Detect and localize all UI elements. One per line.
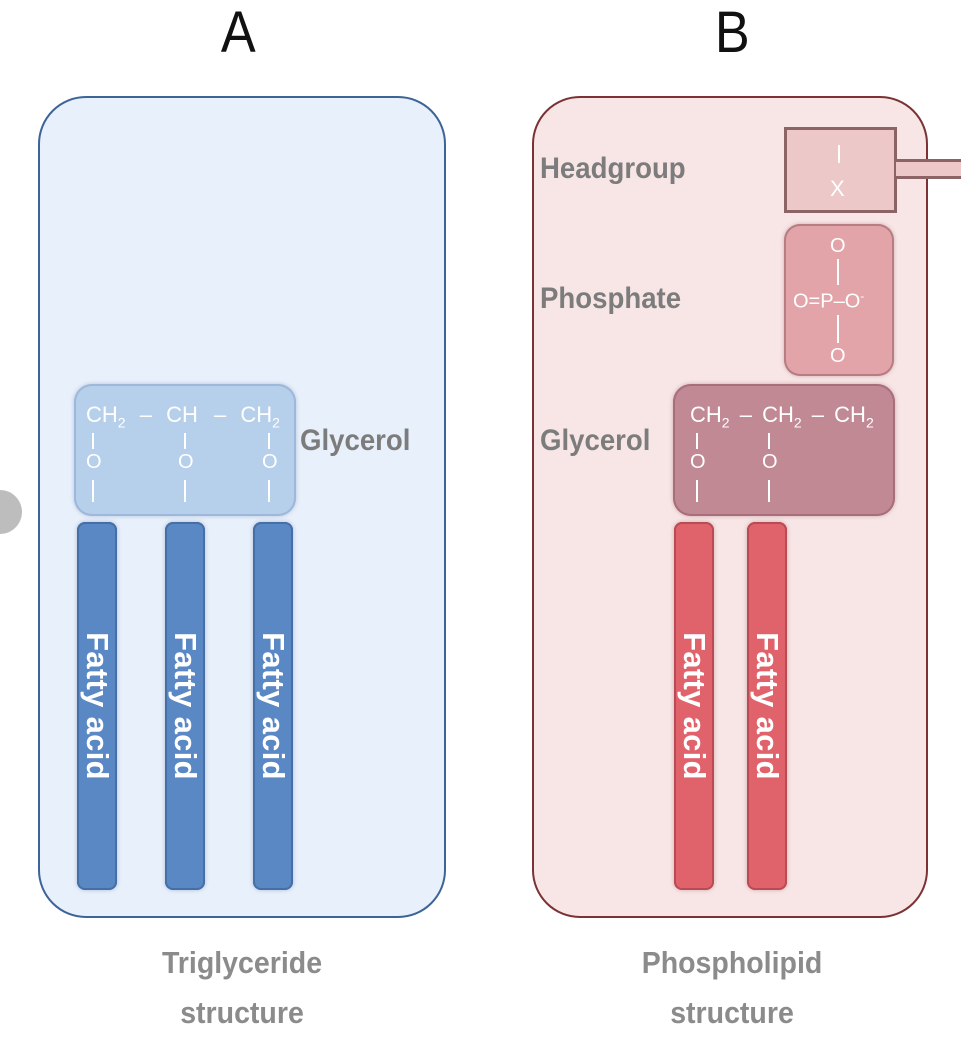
- phospholipid-caption: Phospholipid structure: [641, 945, 823, 1030]
- panel-a-letter: A: [220, 0, 256, 65]
- fatty-acid-a3: Fatty acid: [253, 522, 293, 890]
- glycerol-formula-a: CH2 – CH – CH2: [86, 402, 280, 431]
- glycerol-backbone-b: [673, 384, 895, 516]
- headgroup-label: Headgroup: [540, 152, 686, 185]
- headgroup-box: [784, 127, 897, 213]
- edge-dot: [0, 490, 22, 534]
- fatty-acid-a2: Fatty acid: [165, 522, 205, 890]
- glycerol-formula-b: CH2 – CH2 – CH2: [690, 402, 874, 431]
- phosphate-label: Phosphate: [540, 282, 682, 315]
- phosphate-formula: O=P–O-: [793, 289, 865, 313]
- triglyceride-caption: Triglyceride structure: [161, 945, 323, 1030]
- fatty-acid-a1: Fatty acid: [77, 522, 117, 890]
- oxygen-a2: O: [178, 451, 194, 473]
- oxygen-a1: O: [86, 451, 102, 473]
- oxygen-b2: O: [762, 451, 778, 473]
- fatty-acid-b1: Fatty acid: [674, 522, 714, 890]
- fatty-acid-b2: Fatty acid: [747, 522, 787, 890]
- oxygen-a3: O: [262, 451, 278, 473]
- glycerol-label-b: Glycerol: [540, 424, 651, 457]
- headgroup-chain: [896, 159, 961, 179]
- oxygen-b1: O: [690, 451, 706, 473]
- panel-b-letter: B: [714, 0, 750, 65]
- phosphate-bottom-o: O: [830, 345, 846, 367]
- phosphate-top-o: O: [830, 235, 846, 257]
- phosphate-group: [784, 224, 894, 376]
- glycerol-label-a: Glycerol: [300, 424, 411, 457]
- headgroup-x: X: [830, 176, 845, 201]
